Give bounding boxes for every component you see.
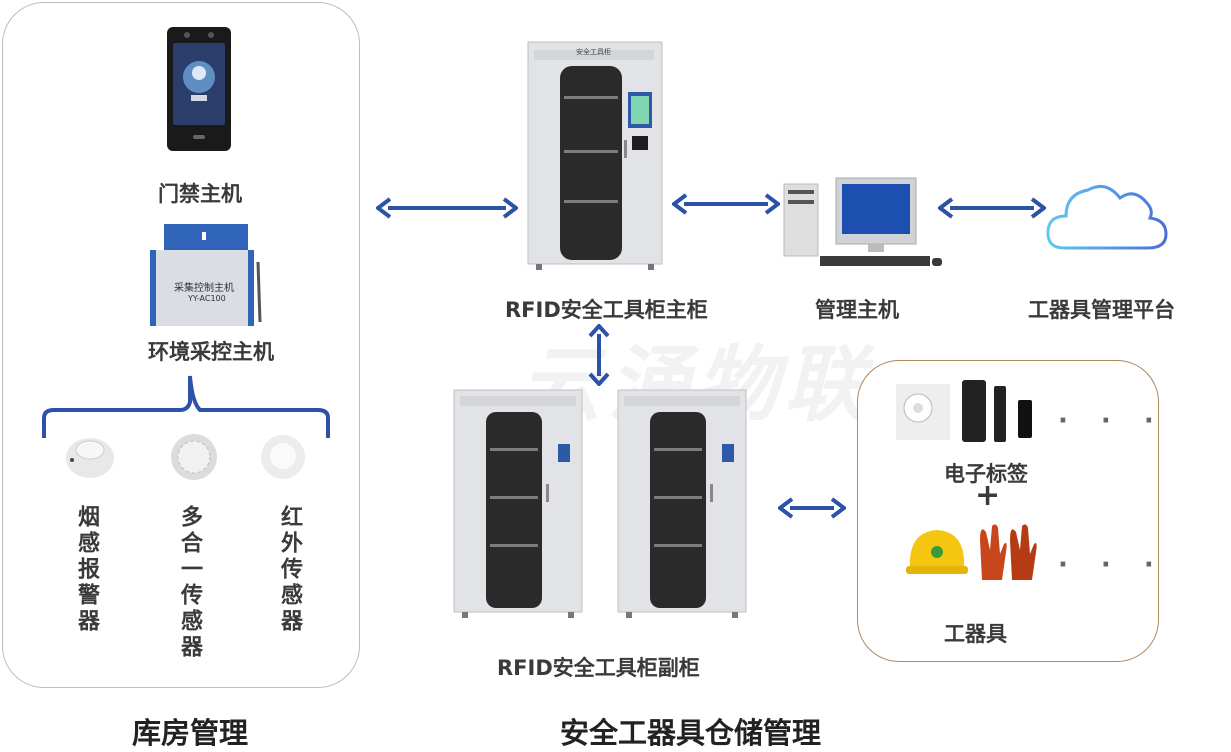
tools-label: 工器具 xyxy=(944,622,1007,646)
tools-more: · · · xyxy=(1058,550,1166,580)
controller-box-icon xyxy=(150,224,262,326)
multi-sensor-label: 多合一传感器 xyxy=(177,505,202,661)
smoke-detector-icon xyxy=(66,438,114,478)
controller-box-text: 采集控制主机 xyxy=(174,283,234,294)
infrared-sensor-icon xyxy=(261,435,305,479)
platform-label: 工器具管理平台 xyxy=(1028,298,1175,322)
env-host-label: 环境采控主机 xyxy=(148,340,274,364)
cloud-icon xyxy=(1046,184,1168,250)
face-terminal-icon xyxy=(167,27,231,151)
main-cabinet-icon xyxy=(527,41,663,270)
desktop-computer-icon xyxy=(783,177,942,266)
sensor-bracket xyxy=(42,375,330,438)
controller-box-model: YY-AC100 xyxy=(188,294,226,303)
arrow-host-cloud xyxy=(938,197,1046,219)
arrow-sub-tools xyxy=(778,497,846,519)
rfid-tag-icon xyxy=(896,380,1032,442)
tags-label: 电子标签 xyxy=(944,462,1028,486)
warehouse-footer: 库房管理 xyxy=(132,716,249,750)
main-cabinet-label: RFID安全工具柜主柜 xyxy=(505,298,708,322)
storage-footer: 安全工器具仓储管理 xyxy=(560,716,822,750)
main-cabinet-sign: 安全工具柜 xyxy=(576,48,611,56)
arrow-main-sub xyxy=(588,324,610,386)
access-host-label: 门禁主机 xyxy=(158,182,242,206)
arrow-main-host xyxy=(672,193,780,215)
arrow-left-main xyxy=(376,197,518,219)
sub-cabinet-1-icon xyxy=(453,389,583,618)
multi-sensor-icon xyxy=(171,434,217,480)
smoke-sensor-label: 烟感报警器 xyxy=(74,505,99,635)
sub-cabinet-2-icon xyxy=(617,389,747,618)
sub-cabinet-label: RFID安全工具柜副柜 xyxy=(497,656,700,680)
tags-more: · · · xyxy=(1058,406,1166,436)
plus-sign: + xyxy=(975,478,1001,513)
helmet-icon xyxy=(906,530,968,574)
infrared-sensor-label: 红外传感器 xyxy=(277,505,302,635)
gloves-icon xyxy=(980,524,1037,580)
mgmt-host-label: 管理主机 xyxy=(815,298,899,322)
